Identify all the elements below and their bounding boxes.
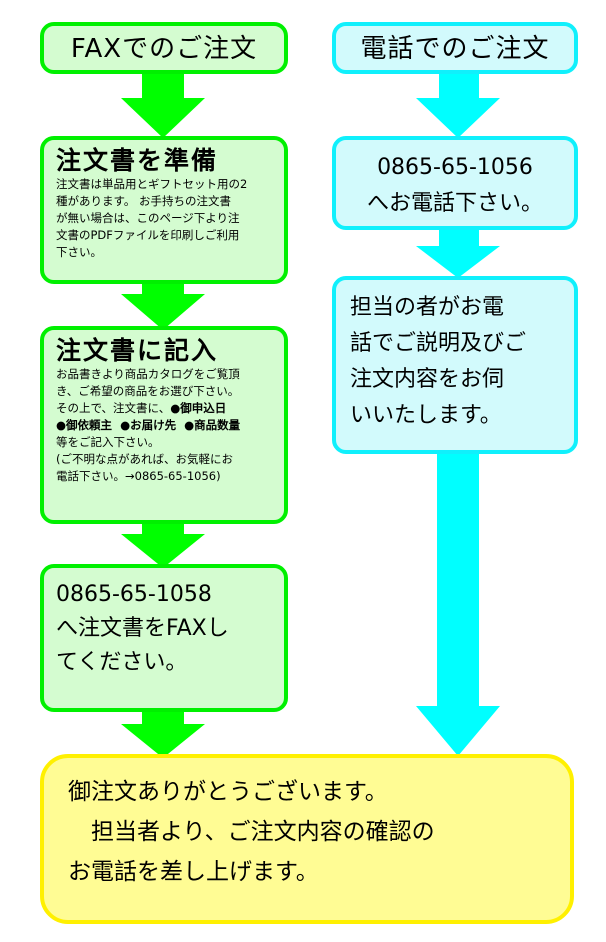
text-line: 文書のPDFファイルを印刷しご利用 [56,228,240,242]
phone-arrow-1-icon [416,74,500,138]
fax-step-prepare-title: 注文書を準備 [56,146,219,175]
text-line: いいたします。 [350,403,502,428]
phone-header-box: 電話でのご注文 [332,22,578,74]
phone-step-call-text: 0865-65-1056 へお電話下さい。 [336,150,574,222]
text-line: が無い場合は、このページ下より注 [56,211,240,225]
text-line: 電話下さい。→0865-65-1056) [56,469,221,483]
text-line: き、ご希望の商品をお選び下さい。 [56,384,240,398]
item-delivery-address: ●お届け先 [120,418,177,432]
fax-step-send-text: 0865-65-1058 へ注文書をFAXし てください。 [56,578,284,680]
phone-header-label: 電話でのご注文 [360,34,550,64]
fax-arrow-2-icon [121,284,205,330]
text-line: てください。 [56,650,188,675]
fax-step-fill-text: お品書きより商品カタログをご覧頂 き、ご希望の商品をお選び下さい。 その上で、注… [56,366,278,485]
text-line: その上で、注文書に、●御申込日 [56,400,278,417]
text-span: その上で、注文書に、 [56,401,171,415]
fax-step-send: 0865-65-1058 へ注文書をFAXし てください。 [40,564,288,712]
text-line: 注文内容をお伺 [350,367,505,392]
text-line: へお電話下さい。 [366,191,543,216]
fax-arrow-3-icon [121,524,205,568]
text-line: お電話を差し上げます。 [68,859,319,885]
final-thanks-text: 御注文ありがとうございます。 担当者より、ご注文内容の確認の お電話を差し上げま… [68,772,570,892]
phone-arrow-3-icon [416,454,500,756]
phone-step-call: 0865-65-1056 へお電話下さい。 [332,136,578,230]
fax-step-prepare-text: 注文書は単品用とギフトセット用の2 種があります。 お手持ちの注文書 が無い場合… [56,176,278,261]
item-product-quantity: ●商品数量 [184,418,241,432]
fax-header-box: FAXでのご注文 [40,22,288,74]
text-line: 等をご記入下さい。 [56,435,160,449]
text-line: 話でご説明及びご [350,331,527,356]
text-line: 担当の者がお電 [350,295,505,320]
text-line: 御注文ありがとうございます。 [68,779,388,805]
fax-header-label: FAXでのご注文 [70,34,258,64]
fax-arrow-1-icon [121,74,205,138]
fax-step-fill: 注文書に記入 お品書きより商品カタログをご覧頂 き、ご希望の商品をお選び下さい。… [40,326,288,524]
text-line: (ご不明な点があれば、お気軽にお [56,452,233,466]
fax-step-fill-title: 注文書に記入 [56,336,219,365]
text-line: へ注文書をFAXし [56,616,229,641]
fax-arrow-4-icon [121,712,205,758]
item-application-date: ●御申込日 [170,401,227,415]
phone-number: 0865-65-1056 [377,155,533,180]
phone-arrow-2-icon [416,230,500,278]
text-line: お品書きより商品カタログをご覧頂 [56,367,240,381]
text-line: 注文書は単品用とギフトセット用の2 [56,177,248,191]
text-line: 担当者より、ご注文内容の確認の [68,819,435,845]
text-line: 種があります。 お手持ちの注文書 [56,194,232,208]
final-thanks-box: 御注文ありがとうございます。 担当者より、ご注文内容の確認の お電話を差し上げま… [40,754,574,924]
text-line: ●御依頼主 ●お届け先 ●商品数量 [56,417,278,434]
fax-number: 0865-65-1058 [56,582,212,607]
phone-step-explain: 担当の者がお電 話でご説明及びご 注文内容をお伺 いいたします。 [332,276,578,454]
fax-step-prepare: 注文書を準備 注文書は単品用とギフトセット用の2 種があります。 お手持ちの注文… [40,136,288,284]
item-requester: ●御依頼主 [56,418,113,432]
phone-step-explain-text: 担当の者がお電 話でご説明及びご 注文内容をお伺 いいたします。 [350,290,574,434]
text-line: 下さい。 [56,245,102,259]
